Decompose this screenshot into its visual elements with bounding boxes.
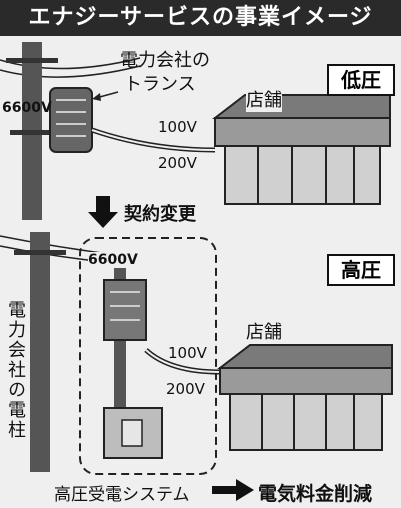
top-overhead-wire bbox=[0, 57, 141, 70]
hv-cubicle bbox=[103, 407, 163, 459]
top-store-label: 店舗 bbox=[246, 86, 282, 112]
bottom-service-cable bbox=[145, 349, 221, 373]
contract-change-arrow-shaft bbox=[96, 196, 110, 214]
bottom-store-front bbox=[219, 367, 393, 395]
top-service-cable bbox=[91, 129, 216, 151]
low-voltage-tag: 低圧 bbox=[327, 64, 395, 96]
bottom-store-label: 店舗 bbox=[246, 318, 282, 344]
bottom-pole-crossarm bbox=[14, 250, 66, 255]
utility-pole-label: 電力会社の電柱 bbox=[4, 300, 26, 460]
footer-arrow-shaft bbox=[212, 486, 238, 494]
top-transformer bbox=[49, 87, 93, 153]
bottom-voltage-100: 100V bbox=[168, 344, 207, 362]
contract-change-label: 契約変更 bbox=[124, 204, 196, 225]
bottom-voltage-200: 200V bbox=[166, 380, 205, 398]
hv-system-label: 高圧受電システム bbox=[54, 485, 190, 505]
top-pole-crossarm bbox=[6, 58, 58, 63]
top-voltage-100: 100V bbox=[158, 118, 197, 136]
contract-change-arrow-head bbox=[88, 212, 118, 228]
top-voltage-200: 200V bbox=[158, 154, 197, 172]
bottom-store-wall bbox=[229, 393, 383, 451]
diagram-title: エナジーサービスの事業イメージ bbox=[0, 0, 401, 36]
cost-reduction-label: 電気料金削減 bbox=[258, 483, 373, 505]
top-overhead-wire bbox=[0, 65, 141, 78]
hv-equipment-box bbox=[103, 279, 147, 341]
high-voltage-system-boundary bbox=[79, 237, 217, 475]
top-store-wall bbox=[224, 145, 381, 205]
top-pole-crossarm bbox=[10, 130, 56, 135]
top-pole-voltage: 6600V bbox=[2, 100, 52, 116]
bottom-utility-pole bbox=[30, 232, 50, 472]
transformer-label-line2: トランス bbox=[124, 74, 196, 95]
top-transformer-pointer-head bbox=[92, 93, 101, 101]
top-store-front bbox=[214, 117, 391, 147]
footer-arrow-head bbox=[236, 479, 254, 501]
transformer-label-line1: 電力会社の bbox=[120, 50, 210, 71]
hv-cubicle-panel bbox=[121, 419, 143, 447]
high-voltage-tag: 高圧 bbox=[327, 254, 395, 286]
top-store-roof bbox=[212, 94, 391, 119]
bottom-store-roof bbox=[217, 344, 393, 369]
bottom-pole-voltage: 6600V bbox=[88, 252, 138, 268]
